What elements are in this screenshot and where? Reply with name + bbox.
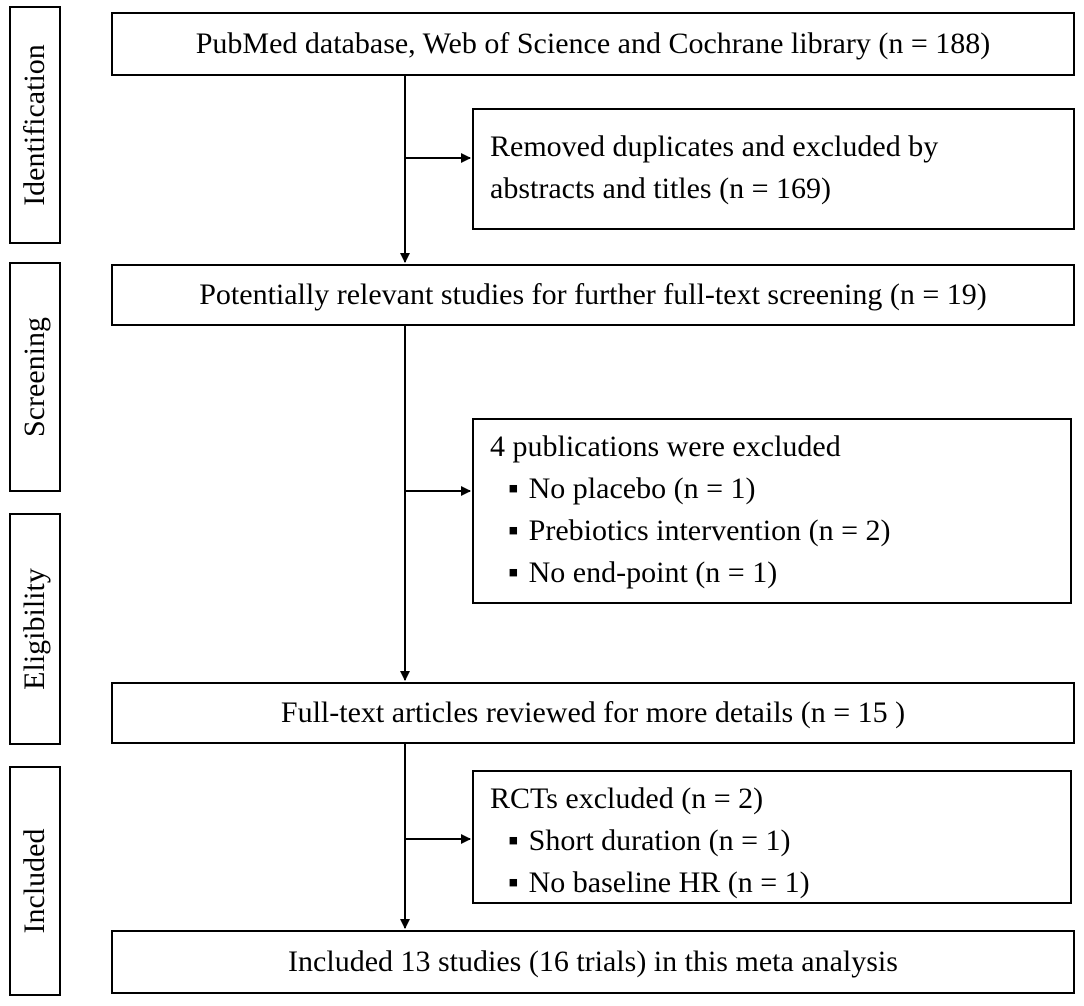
fulltext-reviewed-box: Full-text articles reviewed for more det… [111, 682, 1075, 744]
fulltext-reviewed-text: Full-text articles reviewed for more det… [280, 696, 906, 729]
included-studies-box: Included 13 studies (16 trials) in this … [111, 930, 1075, 994]
excluded-publications-box: 4 publications were excluded No placebo … [472, 418, 1072, 604]
excluded-publications-title: 4 publications were excluded [490, 430, 841, 463]
records-identified-box: PubMed database, Web of Science and Coch… [111, 12, 1075, 76]
rcts-excluded-title: RCTs excluded (n = 2) [490, 782, 764, 815]
exclusion-item: Prebiotics intervention (n = 2) [490, 510, 1054, 552]
stage-identification: Identification [9, 6, 61, 244]
removed-duplicates-box: Removed duplicates and excluded by abstr… [472, 108, 1075, 230]
exclusion-item: Short duration (n = 1) [490, 820, 1054, 862]
included-studies-text: Included 13 studies (16 trials) in this … [288, 945, 898, 978]
records-identified-text: PubMed database, Web of Science and Coch… [195, 27, 991, 60]
removed-duplicates-line1: Removed duplicates and excluded by [490, 130, 939, 163]
stage-screening: Screening [9, 262, 61, 492]
rcts-excluded-box: RCTs excluded (n = 2) Short duration (n … [472, 770, 1072, 904]
removed-duplicates-line2: abstracts and titles (n = 169) [490, 172, 832, 205]
stage-eligibility: Eligibility [9, 513, 61, 745]
relevant-studies-box: Potentially relevant studies for further… [111, 264, 1075, 326]
exclusion-item: No placebo (n = 1) [490, 468, 1054, 510]
relevant-studies-text: Potentially relevant studies for further… [199, 278, 987, 311]
exclusion-item: No end-point (n = 1) [490, 552, 1054, 594]
exclusion-item: No baseline HR (n = 1) [490, 862, 1054, 904]
stage-included: Included [9, 766, 61, 996]
